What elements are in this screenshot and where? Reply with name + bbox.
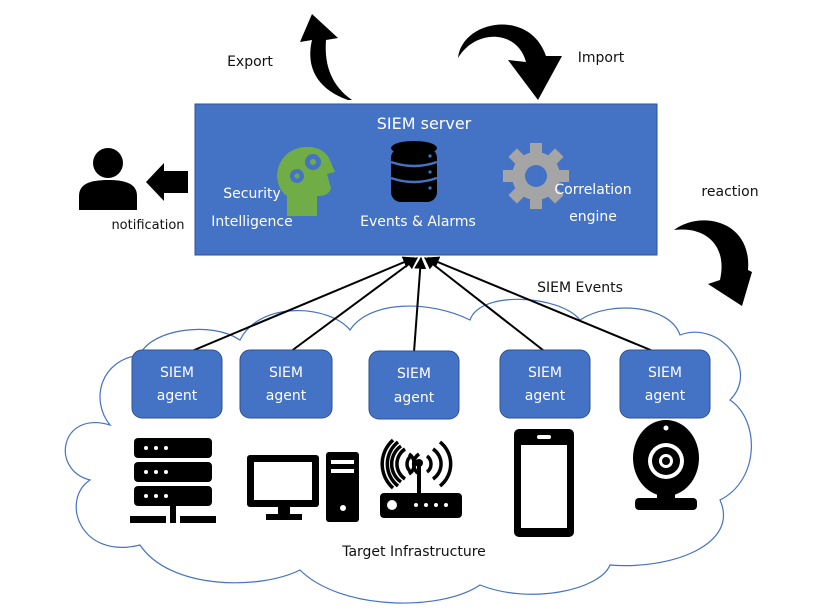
agent-box-4: SIEM agent: [499, 349, 591, 419]
agent-box-5: SIEM agent: [619, 349, 711, 419]
event-arrow-2: [289, 257, 418, 353]
agent-box-1: SIEM agent: [131, 349, 223, 419]
reaction-arrow-icon: [674, 220, 752, 306]
export-label: Export: [227, 54, 273, 70]
target-infrastructure-label: Target Infrastructure: [341, 544, 486, 560]
siem-events-label: SIEM Events: [537, 280, 623, 296]
server-title: SIEM server: [377, 114, 472, 133]
event-arrow-1: [179, 256, 416, 357]
notification-arrow-icon: [146, 163, 188, 201]
agent-4-line1: SIEM: [528, 365, 562, 381]
gear-icon: [503, 143, 569, 209]
security-intelligence-label-1: Security: [223, 186, 281, 202]
notification-label: notification: [111, 218, 184, 233]
agent-2-line2: agent: [266, 388, 307, 404]
import-label: Import: [578, 50, 625, 66]
database-icon: [390, 141, 438, 202]
event-arrows: [179, 256, 666, 357]
desktop-computer-icon: [247, 452, 359, 522]
agent-1-line2: agent: [157, 388, 198, 404]
correlation-engine-label-2: engine: [569, 209, 617, 225]
agent-1-line1: SIEM: [160, 365, 194, 381]
webcam-icon: [633, 420, 699, 510]
security-intelligence-label-2: Intelligence: [211, 214, 292, 230]
event-arrow-5: [426, 256, 666, 357]
agent-5-line1: SIEM: [648, 365, 682, 381]
import-arrow-icon: [458, 24, 562, 100]
events-alarms-label: Events & Alarms: [360, 214, 476, 230]
correlation-engine-label-1: Correlation: [554, 182, 631, 198]
reaction-label: reaction: [701, 184, 758, 200]
event-arrow-4: [424, 257, 549, 355]
agent-3-line2: agent: [394, 390, 435, 406]
export-arrow-icon: [300, 14, 352, 100]
brain-gears-icon: [277, 146, 335, 216]
wifi-router-icon: [380, 438, 462, 518]
event-arrow-3: [413, 256, 427, 353]
agent-2-line1: SIEM: [269, 365, 303, 381]
smartphone-icon: [514, 429, 574, 537]
agent-box-2: SIEM agent: [239, 349, 333, 419]
agent-4-line2: agent: [525, 388, 566, 404]
user-icon: [79, 148, 137, 210]
agent-5-line2: agent: [645, 388, 686, 404]
agent-box-3: SIEM agent: [368, 350, 460, 420]
agent-3-line1: SIEM: [397, 366, 431, 382]
server-rack-icon: [130, 438, 216, 523]
